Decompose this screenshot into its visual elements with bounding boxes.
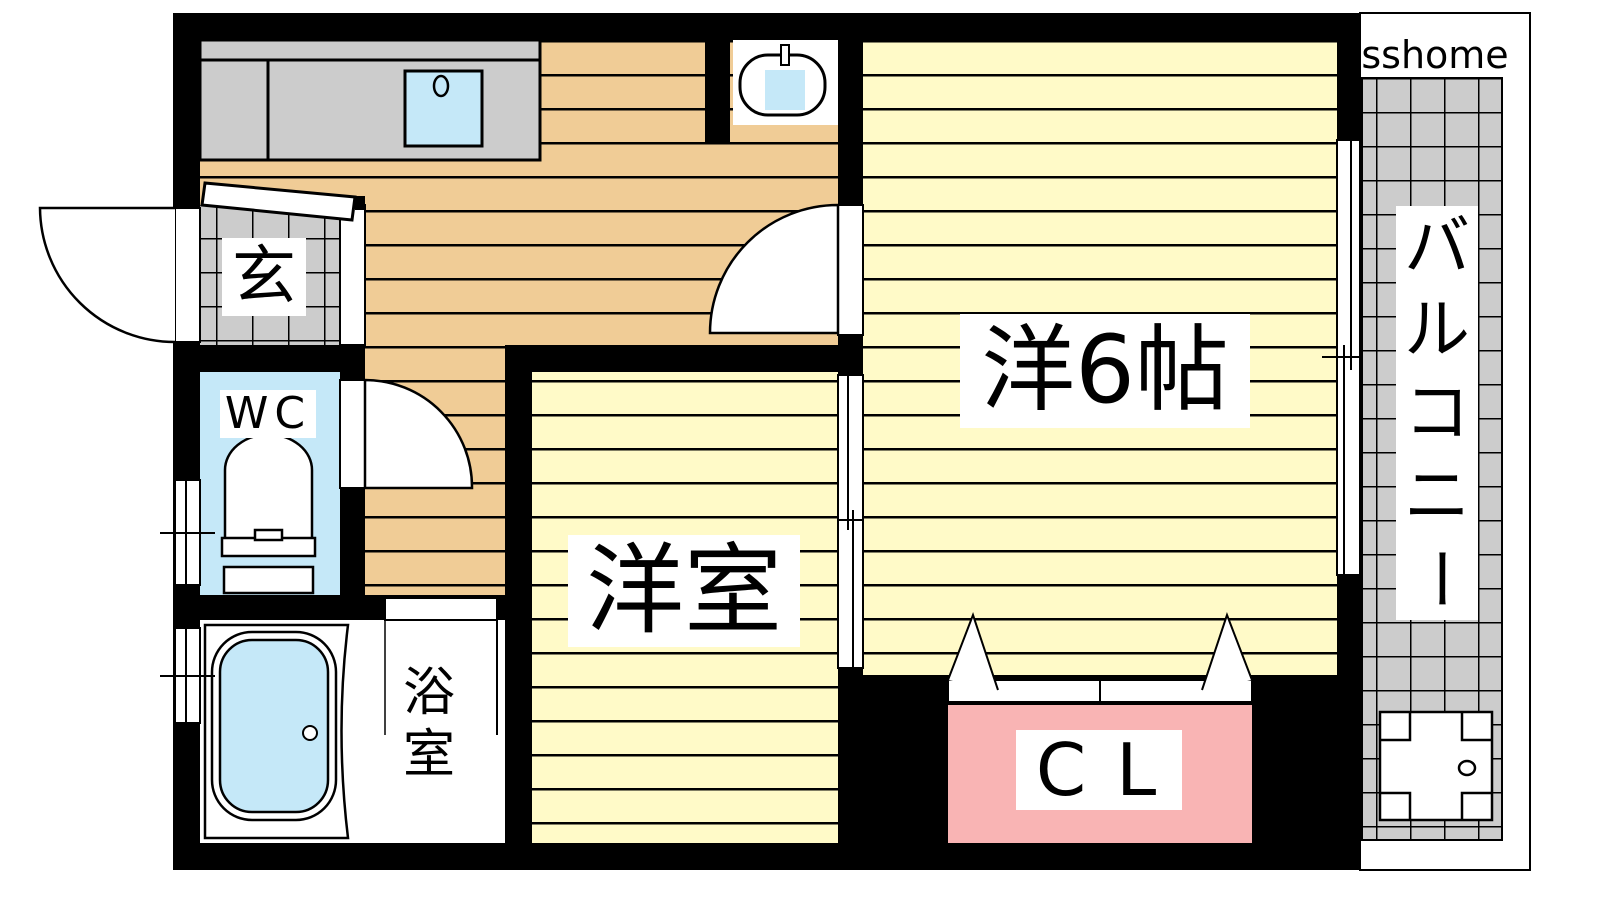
bath-window xyxy=(160,627,215,724)
sliding-door xyxy=(837,374,864,669)
balcony-label-char: ル xyxy=(1404,291,1470,369)
balcony-label-char: ニ xyxy=(1404,456,1470,534)
washbasin-icon xyxy=(733,40,838,125)
bath-label-char: 室 xyxy=(402,725,455,785)
balcony-label-char: ー xyxy=(1399,545,1476,612)
western-room-label: 洋室 xyxy=(568,535,800,647)
balcony-window xyxy=(1322,139,1375,576)
bathtub-icon xyxy=(203,623,350,840)
toilet-icon xyxy=(220,433,317,595)
main-room-door xyxy=(708,203,864,336)
entry-door xyxy=(38,206,201,344)
balcony-label-char: バ xyxy=(1404,208,1470,286)
bath-label: 浴 室 xyxy=(398,660,460,788)
sink-icon xyxy=(403,69,484,148)
ac-unit-icon xyxy=(1378,710,1494,822)
wc-label: WC xyxy=(220,390,316,438)
wc-door xyxy=(339,378,474,490)
main-room-label: 洋6帖 xyxy=(960,314,1250,428)
balcony-label: バ ル コ ニ ー xyxy=(1396,206,1478,620)
watermark: sshome xyxy=(1361,33,1509,77)
wc-window xyxy=(160,479,215,586)
entrance-label: 玄 xyxy=(222,238,306,316)
closet-doors xyxy=(947,612,1253,703)
closet-label: CL xyxy=(1016,730,1182,810)
bath-label-char: 浴 xyxy=(402,663,455,723)
kitchen-counter xyxy=(198,38,542,162)
balcony-label-char: コ xyxy=(1404,373,1470,451)
